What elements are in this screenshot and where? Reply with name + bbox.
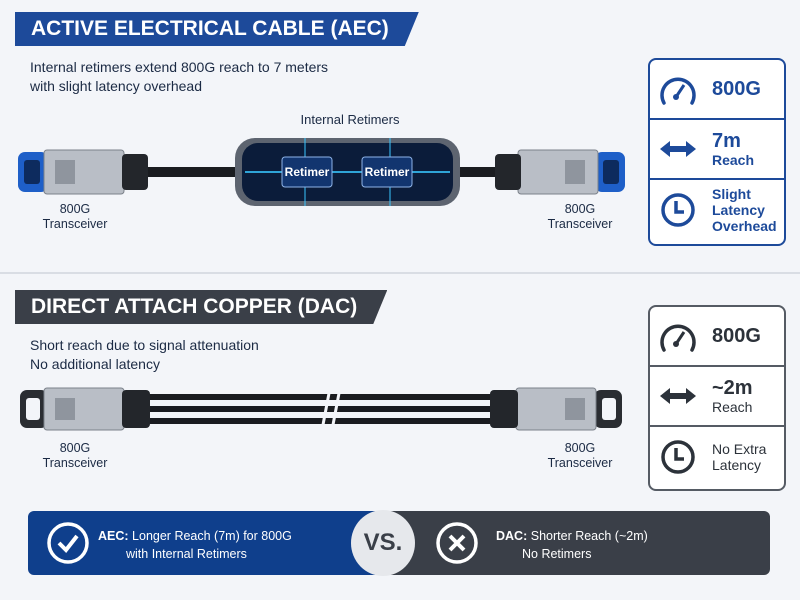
spec-bandwidth: 800G (650, 60, 784, 120)
comparison-dac (385, 511, 770, 575)
double-arrow-icon (660, 388, 696, 404)
aec-right-transceiver (495, 149, 625, 195)
retimer-chip-1: Retimer (284, 165, 330, 179)
aec-subtitle-line2: with slight latency overhead (30, 78, 202, 94)
aec-left-transceiver (18, 149, 148, 195)
spec-value: 7m (712, 130, 741, 152)
aec-title-banner: ACTIVE ELECTRICAL CABLE (AEC) (15, 12, 419, 46)
clock-icon (661, 193, 695, 227)
dac-left-transceiver (20, 387, 150, 431)
x-circle-icon (436, 522, 478, 564)
spec-value: 800G (712, 78, 761, 100)
dac-cable-diagram (20, 387, 622, 431)
dac-subtitle-line2: No additional latency (30, 356, 160, 372)
dac-subtitle: Short reach due to signal attenuation No… (30, 336, 259, 374)
speedometer-icon (660, 324, 696, 352)
aec-subtitle: Internal retimers extend 800G reach to 7… (30, 58, 328, 96)
dac-summary: DAC: Shorter Reach (~2m) No Retimers (496, 529, 648, 561)
double-arrow-icon (660, 141, 696, 157)
spec-detail: Reach (712, 152, 755, 168)
retimer-module (235, 138, 460, 206)
dac-subtitle-line1: Short reach due to signal attenuation (30, 337, 259, 353)
speedometer-icon (660, 77, 696, 105)
clock-icon (661, 440, 695, 474)
aec-subtitle-line1: Internal retimers extend 800G reach to 7… (30, 59, 329, 75)
dac-title-banner: DIRECT ATTACH COPPER (DAC) (15, 290, 387, 324)
spec-detail: Reach (712, 399, 753, 415)
spec-value: 800G (712, 325, 761, 347)
aec-cable-diagram (18, 138, 625, 206)
check-circle-icon (47, 522, 89, 564)
retimer-chip-2: Retimer (364, 165, 410, 179)
aec-summary: AEC: Longer Reach (7m) for 800G with Int… (98, 529, 292, 561)
spec-bandwidth: 800G (650, 307, 784, 367)
vs-badge: VS. (351, 510, 415, 576)
dac-cable-bundle (140, 387, 500, 431)
dac-right-transceiver (490, 387, 622, 431)
spec-value: ~2m (712, 377, 753, 399)
internal-retimers-label: Internal Retimers (300, 112, 400, 127)
section-divider (0, 272, 800, 274)
